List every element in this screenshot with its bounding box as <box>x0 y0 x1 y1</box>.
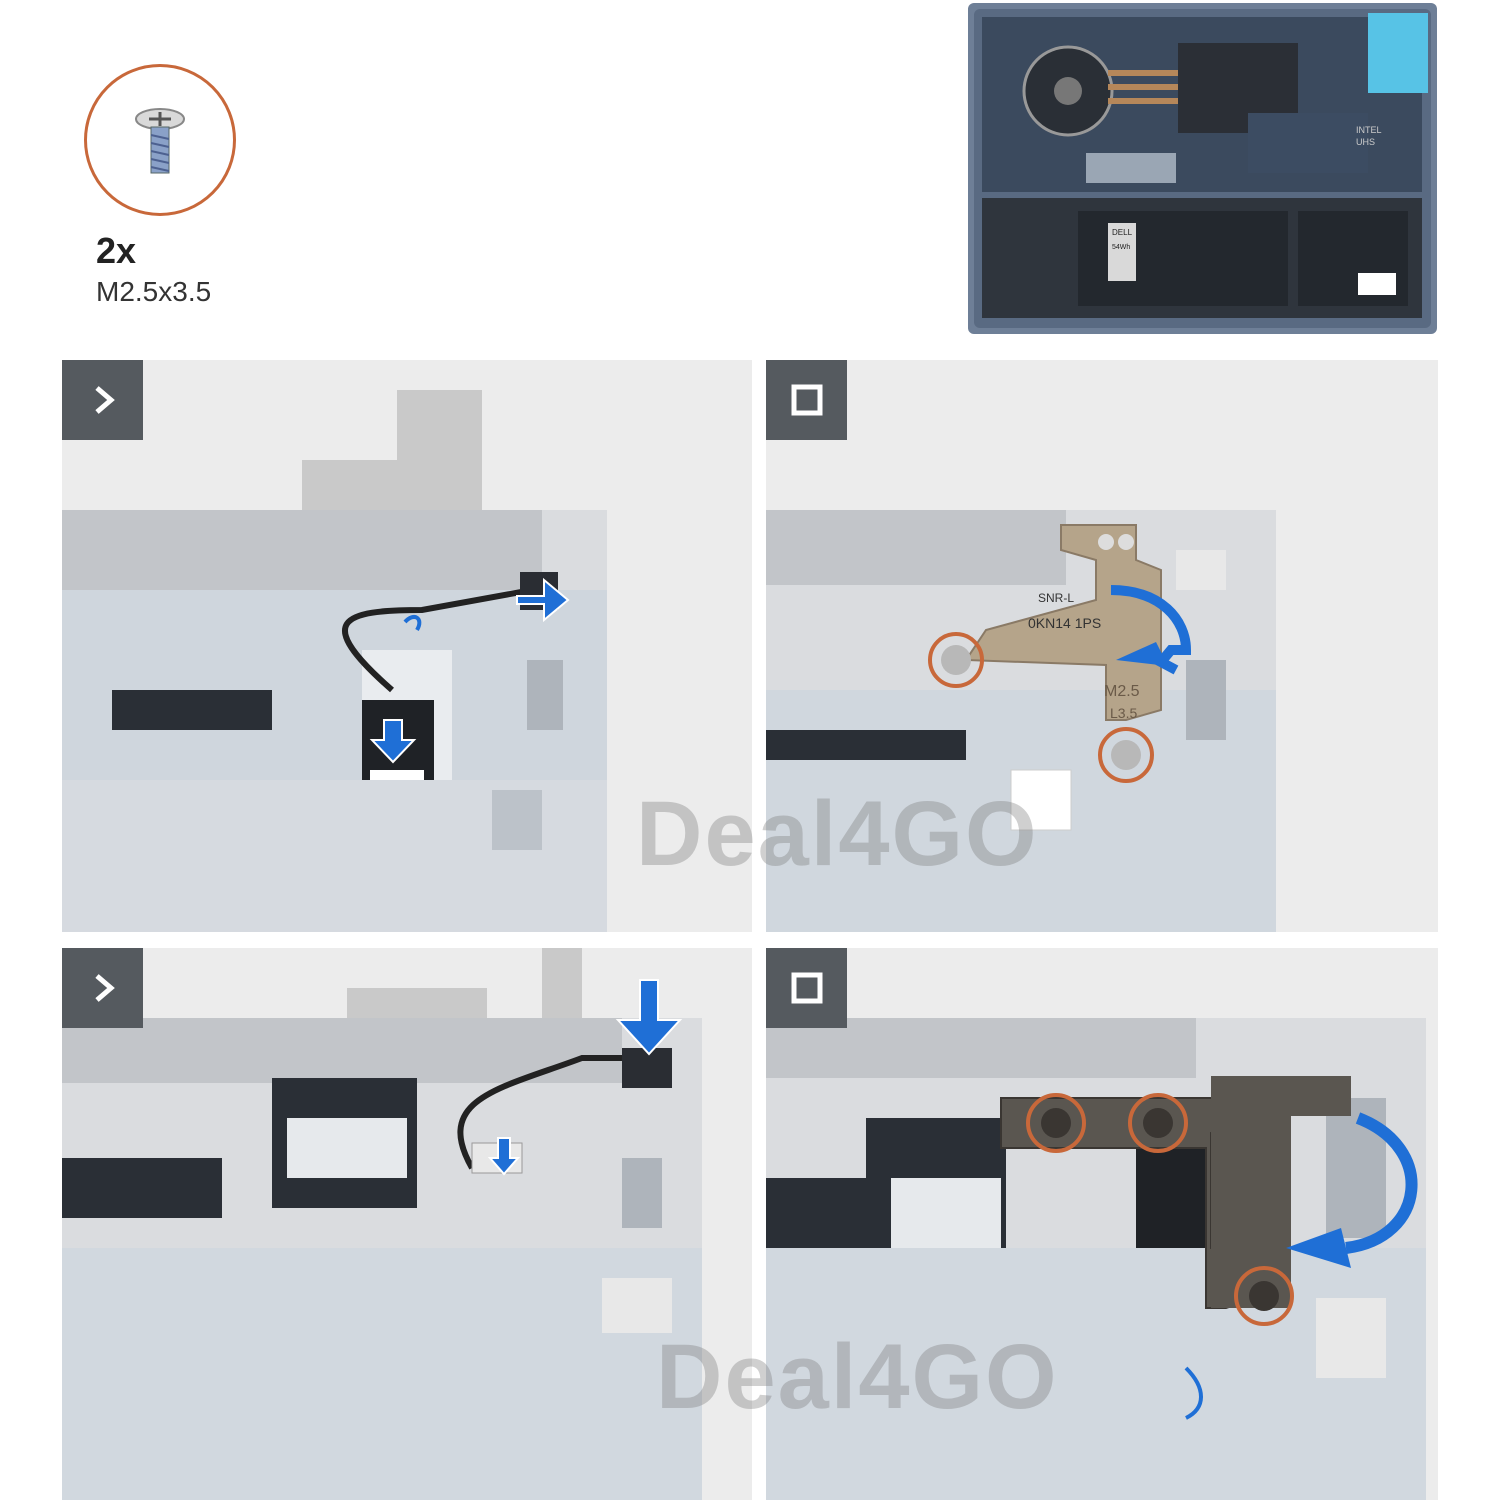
hinge-text-2: 0KN14 1PS <box>1028 615 1101 631</box>
step-3-badge <box>62 948 143 1028</box>
screw-icon <box>135 108 185 174</box>
step-2-badge <box>766 360 847 440</box>
rotate-arrow <box>1110 585 1192 675</box>
hinge-screw-c <box>1234 1266 1294 1326</box>
chip-label-1: INTEL <box>1356 125 1382 135</box>
battery-capacity: 54Wh <box>1112 244 1130 251</box>
screw-callout <box>84 64 236 216</box>
step-panel-3 <box>62 948 752 1500</box>
press-down-arrow-small <box>487 1137 521 1176</box>
step-1-badge <box>62 360 143 440</box>
hinge-screw-a <box>1026 1093 1086 1153</box>
laptop-overview-image: DELL 54Wh INTEL UHS <box>968 3 1437 334</box>
chevron-right-icon <box>94 974 115 1002</box>
hinge-screw-1 <box>928 632 984 688</box>
chevron-right-icon <box>94 386 115 414</box>
square-icon <box>791 384 822 416</box>
hinge-text-3: M2.5 <box>1104 683 1140 700</box>
screw-count: 2x <box>96 230 137 271</box>
watermark-bottom: Deal4GO <box>656 1326 1059 1428</box>
step-panel-4 <box>766 948 1438 1500</box>
hinge-screw-b <box>1128 1093 1188 1153</box>
hinge-bracket <box>964 524 1162 721</box>
press-arrow <box>369 719 417 764</box>
hinge-screw-2 <box>1098 727 1154 783</box>
press-down-arrow-large <box>615 979 683 1056</box>
hinge-text-1: SNR-L <box>1038 591 1074 605</box>
battery-brand: DELL <box>1112 228 1133 237</box>
step-panel-2: SNR-L 0KN14 1PS M2.5 L3.5 <box>766 360 1438 932</box>
route-arrow <box>403 614 422 632</box>
connect-arrow <box>516 577 570 623</box>
step-panel-1 <box>62 360 752 932</box>
watermark-top: Deal4GO <box>636 783 1039 885</box>
screw-size: M2.5x3.5 <box>96 276 212 307</box>
hinge-text-4: L3.5 <box>1110 705 1137 721</box>
square-icon <box>791 972 822 1004</box>
step-4-badge <box>766 948 847 1028</box>
chip-label-2: UHS <box>1356 137 1375 147</box>
rotate-arrow-down <box>1345 1112 1418 1254</box>
